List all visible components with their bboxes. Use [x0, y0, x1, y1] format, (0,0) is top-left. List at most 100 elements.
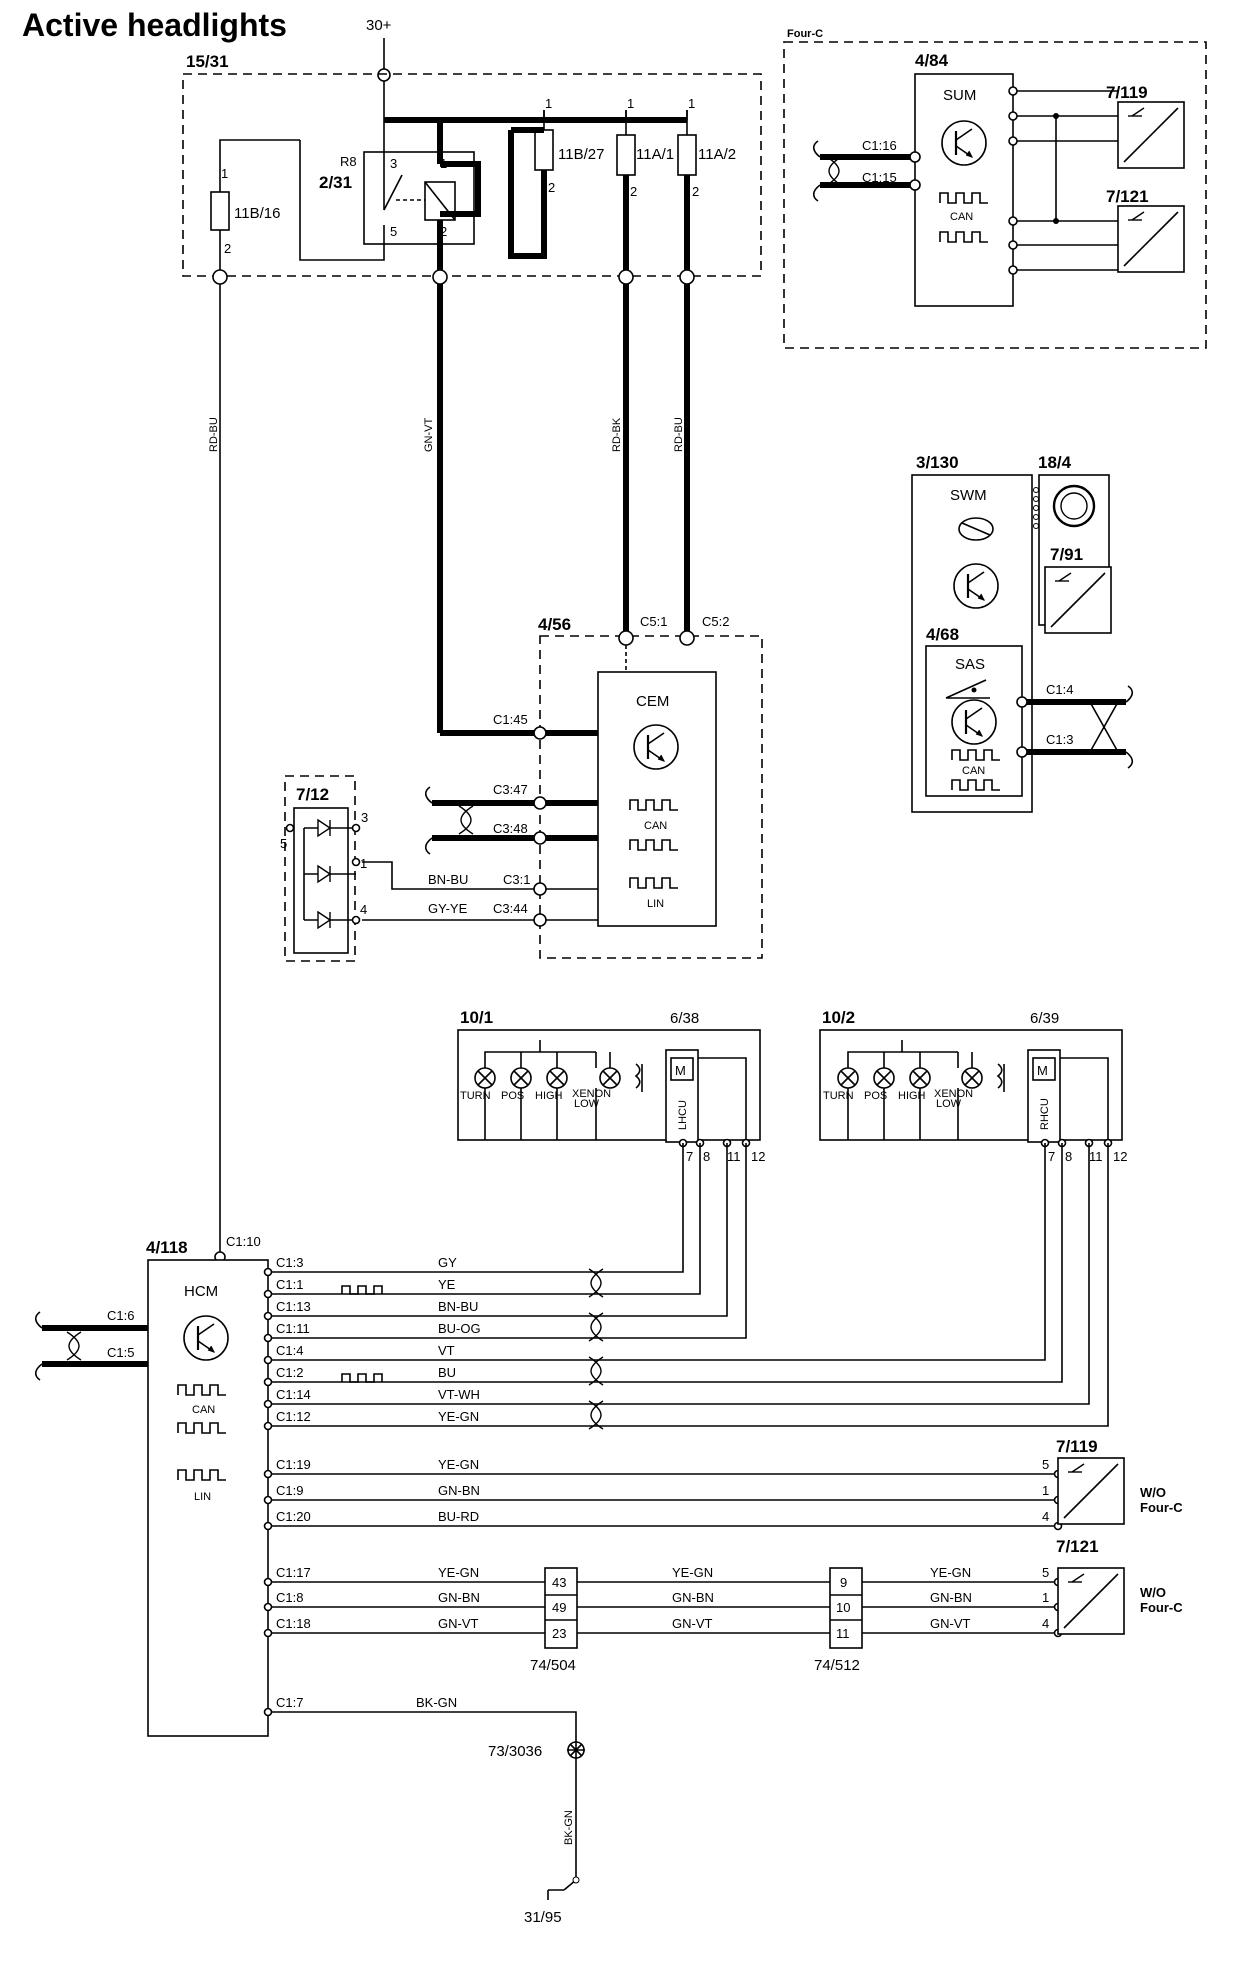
diagram-title: Active headlights	[22, 7, 287, 43]
fuse-11a1-pin2: 2	[630, 184, 637, 199]
connector-74-504-body	[544, 1567, 578, 1649]
hcm-pin-label: C1:8	[276, 1590, 303, 1605]
switch-7-12-id: 7/12	[296, 785, 329, 804]
hcm-pin-terminal	[263, 1707, 273, 1717]
mid-wire-ye-gn-b: YE-GN	[930, 1565, 971, 1580]
hcm-wire-label: VT-WH	[438, 1387, 480, 1402]
sas-id: 4/68	[926, 625, 959, 644]
swm-sensor-id: 7/91	[1050, 545, 1083, 564]
switch-7-12-outline	[284, 775, 356, 962]
sensor-7-121-id: 7/121	[1106, 187, 1149, 206]
lamp-label-xenon-left: XENON	[572, 1088, 611, 1100]
fuse-11b16-pin2: 2	[224, 241, 231, 256]
headlamp-left-id: 10/1	[460, 1008, 493, 1027]
hcm-transistor-icon	[182, 1314, 230, 1362]
hcm-conn-c110: C1:10	[226, 1234, 261, 1249]
cem-conn-c52: C5:2	[702, 614, 729, 629]
headlamp-right-pin11: 11	[1089, 1149, 1103, 1164]
terminal-gn-vt	[432, 269, 448, 285]
twist-icon-3	[588, 1356, 604, 1386]
mid-wire-gn-vt-b: GN-VT	[930, 1616, 971, 1631]
switch-pin-4: 4	[360, 902, 367, 917]
headlamp-right-id: 10/2	[822, 1008, 855, 1027]
sum-conn-c115: C1:15	[862, 170, 897, 185]
motor-left-tag: LHCU	[677, 1100, 689, 1130]
hcm-wire-label: BN-BU	[438, 1299, 478, 1314]
lamp-xenon-right-icon	[961, 1067, 983, 1089]
lamp-label-low-left: LOW	[574, 1098, 600, 1110]
hcm-pin-label: C1:7	[276, 1695, 303, 1710]
sas-can-twist-icon	[1089, 701, 1119, 753]
hcm-wire-label: YE-GN	[438, 1409, 479, 1424]
pwm-icon-ye	[341, 1285, 383, 1295]
swm-group: 3/130 18/4 SWM 7/91 4/68 SAS CAN C1:4 C1…	[911, 453, 1134, 813]
wire-label-gn-vt: GN-VT	[423, 418, 435, 453]
relay-pin3: 3	[390, 156, 397, 171]
headlamp-left-pin12: 12	[751, 1149, 765, 1164]
switch-led-icon-2	[317, 864, 332, 884]
hcm-wire-labels: GYYEBN-BUBU-OGVTBUVT-WHYE-GNYE-GNGN-BNBU…	[416, 1255, 481, 1710]
fuse-11b27-pin2: 2	[548, 180, 555, 195]
relay-ref: R8	[340, 154, 357, 169]
hcm-pin-terminal	[263, 1377, 273, 1387]
hcm-wire-label: YE-GN	[438, 1457, 479, 1472]
cem-transistor-icon	[632, 723, 680, 771]
cem-can-low-icon	[629, 839, 679, 851]
hcm-wire-label: BU-OG	[438, 1321, 481, 1336]
relay-id: 2/31	[319, 173, 352, 192]
wire-label-rd-bk: RD-BK	[611, 417, 623, 452]
hcm-wire-label: BU	[438, 1365, 456, 1380]
lamp-turn-left-icon	[474, 1067, 496, 1089]
connector-74-512-id: 74/512	[814, 1657, 860, 1674]
hcm-pin-label: C1:18	[276, 1616, 311, 1631]
sensor-wo-upper-note2: Four-C	[1140, 1500, 1183, 1515]
hcm-wire-label: YE-GN	[438, 1565, 479, 1580]
sensor-wo-lower-note2: Four-C	[1140, 1600, 1183, 1615]
wire-label-rd-bu-right: RD-BU	[673, 417, 685, 452]
hcm-pin-label: C1:20	[276, 1509, 311, 1524]
sum-can-high-icon	[939, 192, 989, 204]
hcm-wire-label: YE	[438, 1277, 456, 1292]
sensor-7-119-icon	[1117, 101, 1185, 169]
wire-label-gy-ye: GY-YE	[428, 901, 468, 916]
cem-conn-c348: C3:48	[493, 821, 528, 836]
sas-angle-icon	[945, 679, 990, 699]
swm-sensor-icon	[1044, 566, 1112, 634]
motor-left-symbol: M	[675, 1063, 686, 1078]
cem-conn-c31: C3:1	[503, 872, 530, 887]
lamp-label-pos-right: POS	[864, 1090, 887, 1102]
sensor-wo-lower: 7/121 5 1 4 W/O Four-C	[1042, 1537, 1183, 1635]
fuse-11b27-pin1: 1	[545, 96, 552, 111]
sum-conn-c116: C1:16	[862, 138, 897, 153]
hcm-wire-label: GY	[438, 1255, 457, 1270]
hcm-pin-terminal	[263, 1602, 273, 1612]
hcm-pin-terminal	[263, 1267, 273, 1277]
hcm-pin-terminal	[263, 1469, 273, 1479]
hcm-wire-label: VT	[438, 1343, 455, 1358]
cem-id: 4/56	[538, 615, 571, 634]
connector-512-pin10: 10	[836, 1600, 850, 1615]
lamp-label-turn-left: TURN	[460, 1090, 491, 1102]
lamp-high-left-icon	[546, 1067, 568, 1089]
connector-512-pin11: 11	[836, 1626, 850, 1641]
sensor-wo-upper-pin4: 4	[1042, 1509, 1049, 1524]
switch-pin-1: 1	[360, 856, 367, 871]
hcm-pin-terminal	[263, 1495, 273, 1505]
twist-icon-2	[588, 1312, 604, 1342]
terminal-rd-bk	[618, 269, 634, 285]
fuse-11b27-label: 11B/27	[558, 146, 604, 163]
switch-led-icon-3	[317, 910, 332, 930]
headlamp-left-pin11: 11	[727, 1149, 741, 1164]
hcm-lin-label: LIN	[194, 1491, 211, 1503]
four-c-group: Four-C 4/84 SUM CAN C1:16 C1:15 7/119 7/…	[783, 28, 1207, 349]
hcm-pin-label: C1:4	[276, 1343, 303, 1358]
mid-wire-ye-gn-a: YE-GN	[672, 1565, 713, 1580]
hcm-group: 4/118 C1:10 HCM CAN LIN C1:6 C1:5	[34, 1234, 269, 1737]
sensor-7-121-icon	[1117, 205, 1185, 273]
sas-can-high-icon	[951, 749, 1001, 761]
cem-lin-label: LIN	[647, 898, 664, 910]
swm-name: SWM	[950, 487, 987, 504]
hcm-pin-label: C1:17	[276, 1565, 311, 1580]
sensor-wo-upper-icon	[1057, 1457, 1125, 1525]
